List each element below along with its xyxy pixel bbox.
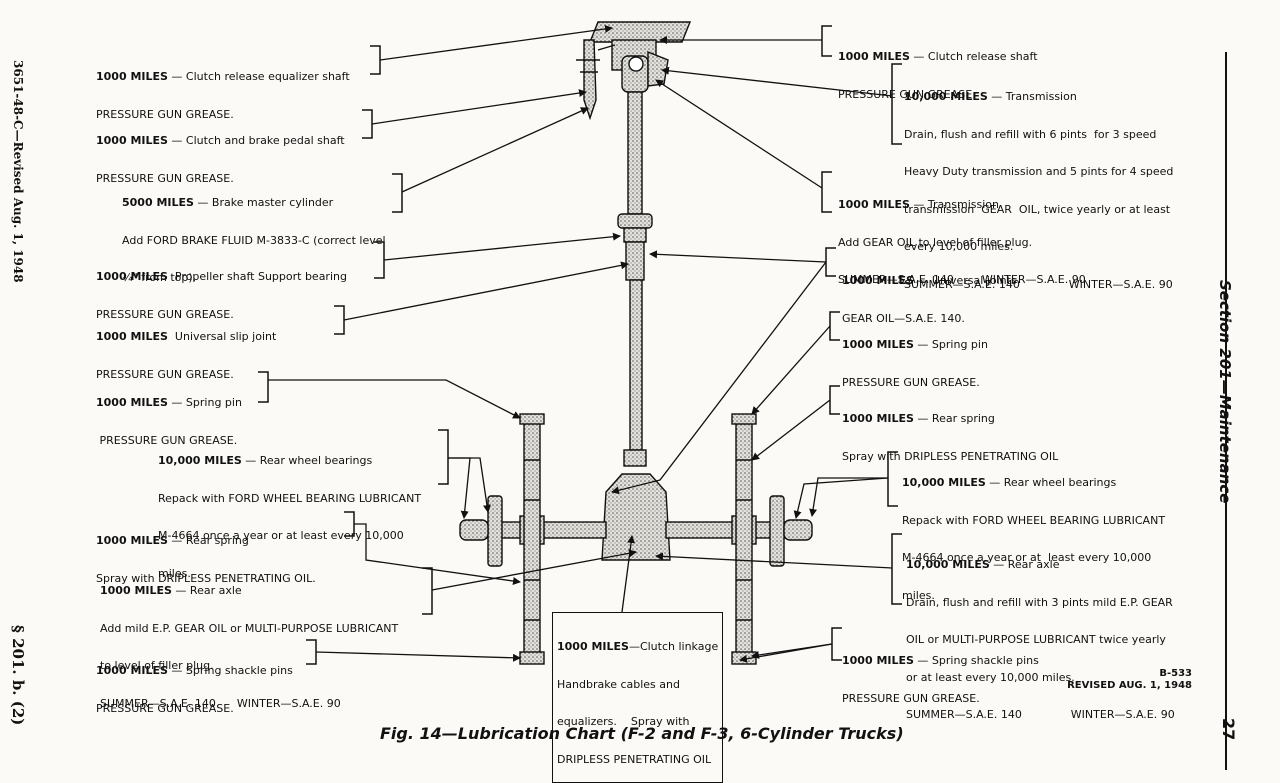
callout-rear-spring-left: 1000 MILES — Rear spring Spray with DRIP… [96,534,316,585]
propeller-shaft [617,91,653,467]
callout-brake-master-cylinder: 5000 MILES — Brake master cylinder Add F… [122,196,386,284]
callout-transmission-10000: 10,000 MILES — Transmission Drain, flush… [904,90,1174,291]
page-number: 27 [1219,718,1238,741]
figure-caption: Fig. 14—Lubrication Chart (F-2 and F-3, … [380,724,904,743]
callout-transmission-1000: 1000 MILES — Transmission Add GEAR OIL t… [838,198,1086,286]
callout-clutch-release-shaft: 1000 MILES — Clutch release shaft PRESSU… [838,50,1038,101]
callout-spring-shackle-pins-left: 1000 MILES — Spring shackle pins PRESSUR… [96,664,293,715]
callout-rear-wheel-bearings-right: 10,000 MILES — Rear wheel bearings Repac… [902,476,1166,602]
callout-rear-axle-left: 1000 MILES — Rear axle Add mild E.P. GEA… [100,584,399,710]
callout-rear-wheel-bearings-left: 10,000 MILES — Rear wheel bearings Repac… [158,454,422,580]
section-title: Section 201—Maintenance [1216,280,1234,504]
callout-universal-slip-joint: 1000 MILES Universal slip joint PRESSURE… [96,330,277,381]
figure-code: B-533 REVISED AUG. 1, 1948 [1067,668,1192,691]
callout-clutch-equalizer-shaft: 1000 MILES — Clutch release equalizer sh… [96,70,350,121]
callout-clutch-brake-pedal-shaft: 1000 MILES — Clutch and brake pedal shaf… [96,134,345,185]
callout-spring-shackle-pins-right: 1000 MILES — Spring shackle pins PRESSUR… [842,654,1039,705]
callout-universal-joints: 1000 MILES — Universal joints GEAR OIL—S… [842,274,1017,325]
callout-clutch-linkage: 1000 MILES—Clutch linkage Handbrake cabl… [552,612,724,783]
callout-rear-spring-right: 1000 MILES — Rear spring Spray with DRIP… [842,412,1059,463]
margin-section-reference: § 201. b. (2) [9,625,27,726]
callout-propeller-support-bearing: 1000 MILES Propeller shaft Support beari… [96,270,347,321]
callout-spring-pin-right: 1000 MILES — Spring pin PRESSURE GUN GRE… [842,338,988,389]
margin-revision-note: 3651-48-C—Revised Aug. 1, 1948 [11,60,25,283]
callout-rear-axle-right: 10,000 MILES — Rear axle Drain, flush an… [906,558,1175,721]
callout-spring-pin-left: 1000 MILES — Spring pin PRESSURE GUN GRE… [96,396,242,447]
rear-springs [519,413,757,665]
leader-lines [268,24,893,663]
pedal-assembly [576,21,692,121]
